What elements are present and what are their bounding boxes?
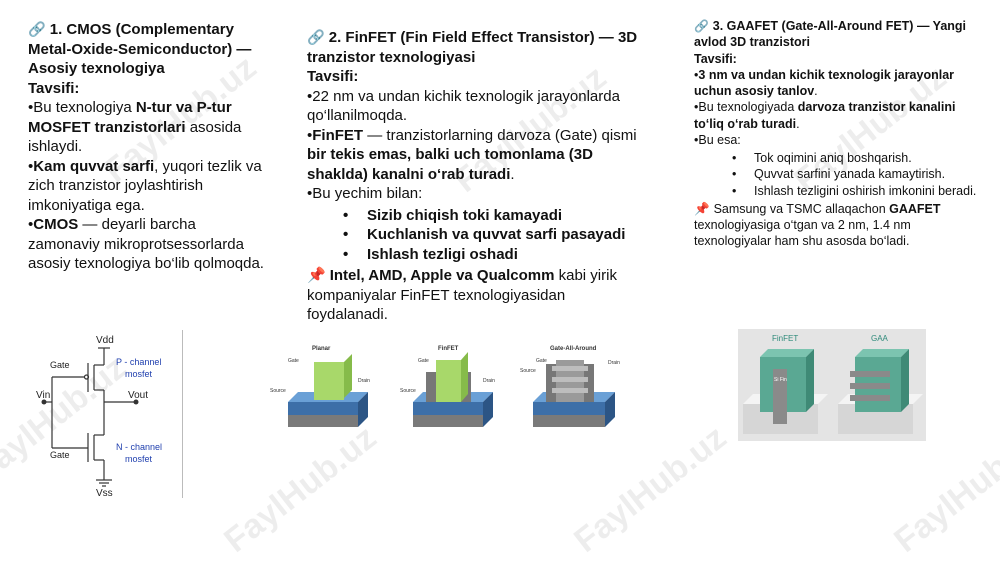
gaafet-heading: 🔗3. GAAFET (Gate-All-Around FET) — Yangi… [694,18,979,51]
cmos-bullet-2: •Kam quvvat sarfi, yuqori tezlik va zich… [28,157,262,214]
cmos-desc-label: Tavsifi: [28,79,80,97]
cmos-heading-text: 1. CMOS (Complementary Metal-Oxide-Semic… [28,21,252,78]
cmos-inverter-diagram: Vdd Gate P - channel mosfet Vin Vout N -… [36,335,162,499]
finfet-title: FinFET [438,346,459,352]
list-item: Tok oqimini aniq boshqarish. [694,150,979,167]
gaa-transistor: Gate-All-Around Gate Drain Source [520,346,620,427]
text-bold: Kam quvvat sarfi [33,157,155,175]
gaafet-note: 📌Samsung va TSMC allaqachon GAAFET texno… [694,201,979,250]
text: asosida ishlaydi. [28,118,242,156]
finfet-section: 🔗2. FinFET (Fin Field Effect Transistor)… [307,28,647,325]
text: Bu texnologiya [33,99,136,117]
n-mosfet-label: mosfet [125,454,153,464]
gaa-label: GAA [871,334,889,343]
planar-title: Planar [312,346,331,352]
list-item: Ishlash tezligini oshirish imkonini bera… [694,183,979,200]
drain-label: Drain [483,378,495,384]
gaafet-bullet-3: •Bu esa: [694,132,741,147]
text: texnologiyasiga o‘tgan va 2 nm, 1.4 nm t… [694,218,911,249]
text: — deyarli barcha zamonaviy mikroprotsess… [28,216,264,273]
cmos-section: 🔗1. CMOS (Complementary Metal-Oxide-Semi… [28,20,268,274]
gaafet-bullet-1: •3 nm va undan kichik texnologik jarayon… [694,67,955,99]
list-item: Ishlash tezligi oshadi [307,245,647,265]
source-label: Source [520,368,536,374]
source-label: Source [270,388,286,394]
transistor-types-diagram: Planar Gate Drain Source FinFET Gate Dra… [270,346,620,427]
gate-label: Gate [50,450,70,460]
gaafet-desc-label: Tavsifi: [694,51,737,66]
text-bold: darvoza tranzistor kanalini to‘liq o‘rab… [694,100,956,131]
finfet-bullet-3: •Bu yechim bilan: [307,185,423,203]
finfet-bullet-1: •22 nm va undan kichik texnologik jarayo… [307,87,620,125]
pin-icon: 📌 [307,267,326,285]
text-bold: GAAFET [889,201,941,216]
text-bold: N-tur va P-tur MOSFET tranzistorlari [28,99,232,136]
vdd-label: Vdd [96,335,114,346]
finfet-heading: 🔗2. FinFET (Fin Field Effect Transistor)… [307,28,647,67]
vin-label: Vin [36,390,50,401]
pin-icon: 📌 [694,201,710,216]
finfet-note: 📌Intel, AMD, Apple va Qualcomm kabi yiri… [307,266,647,325]
gaafet-section: 🔗3. GAAFET (Gate-All-Around FET) — Yangi… [694,18,979,250]
source-label: Source [400,388,416,394]
text: . [814,84,818,99]
list-item: Kuchlanish va quvvat sarfi pasayadi [307,225,647,245]
cmos-bullet-3: •CMOS — deyarli barcha zamonaviy mikropr… [28,216,264,273]
text: Bu yechim bilan: [312,185,423,203]
finfet-label: FinFET [772,334,798,343]
text-bold: FinFET [312,126,364,144]
gaafet-heading-text: 3. GAAFET (Gate-All-Around FET) — Yangi … [694,19,967,50]
link-icon: 🔗 [694,19,709,33]
gate-label: Gate [50,360,70,370]
text: Bu texnologiyada [698,100,798,115]
p-channel-label: P - channel [116,357,161,367]
finfet-transistor: FinFET Gate Drain Source [400,346,495,427]
link-icon: 🔗 [307,30,325,46]
divider [182,330,183,498]
si-fin-label: Si Fin [774,377,787,383]
finfet-benefits-list: Sizib chiqish toki kamayadi Kuchlanish v… [307,206,647,265]
finfet-gaa-comparison-image: FinFET GAA Si Fin [738,329,926,441]
vout-label: Vout [128,390,148,401]
text-bold: CMOS [33,216,79,234]
p-mosfet-label: mosfet [125,369,153,379]
list-item: Sizib chiqish toki kamayadi [307,206,647,226]
n-channel-label: N - channel [116,442,162,452]
text: . [510,165,515,183]
link-icon: 🔗 [28,22,46,38]
list-item: Quvvat sarfini yanada kamaytirish. [694,166,979,183]
drain-label: Drain [608,360,620,366]
vss-label: Vss [96,488,113,499]
planar-transistor: Planar Gate Drain Source [270,346,370,427]
finfet-bullet-2: •FinFET — tranzistorlarning darvoza (Gat… [307,126,637,183]
drain-label: Drain [358,378,370,384]
text: . [796,116,800,131]
finfet-desc-label: Tavsifi: [307,68,359,86]
text-bold: Intel, AMD, Apple va Qualcomm [329,267,555,285]
gate-label: Gate [418,358,429,364]
gate-label: Gate [536,358,547,364]
text: , yuqori tezlik va zich tranzistor joyla… [28,157,262,214]
text-bold: bir tekis emas, balki uch tomonlama (3D … [307,146,593,183]
text: kabi yirik kompaniyalar FinFET texnologi… [307,267,617,324]
gaafet-bullet-2: •Bu texnologiyada darvoza tranzistor kan… [694,100,956,131]
finfet-heading-text: 2. FinFET (Fin Field Effect Transistor) … [307,29,638,66]
text: 22 nm va undan kichik texnologik jarayon… [307,87,620,125]
text: Samsung va TSMC allaqachon [713,201,890,216]
text-bold: 3 nm va undan kichik texnologik jarayonl… [694,67,955,99]
cmos-heading: 🔗1. CMOS (Complementary Metal-Oxide-Semi… [28,20,268,79]
gaafet-benefits-list: Tok oqimini aniq boshqarish. Quvvat sarf… [694,150,979,199]
gate-label: Gate [288,358,299,364]
gaa-title: Gate-All-Around [550,346,597,352]
text: Bu esa: [698,132,741,147]
text: — tranzistorlarning darvoza (Gate) qismi [363,126,637,144]
cmos-bullet-1: •Bu texnologiya N-tur va P-tur MOSFET tr… [28,99,242,156]
